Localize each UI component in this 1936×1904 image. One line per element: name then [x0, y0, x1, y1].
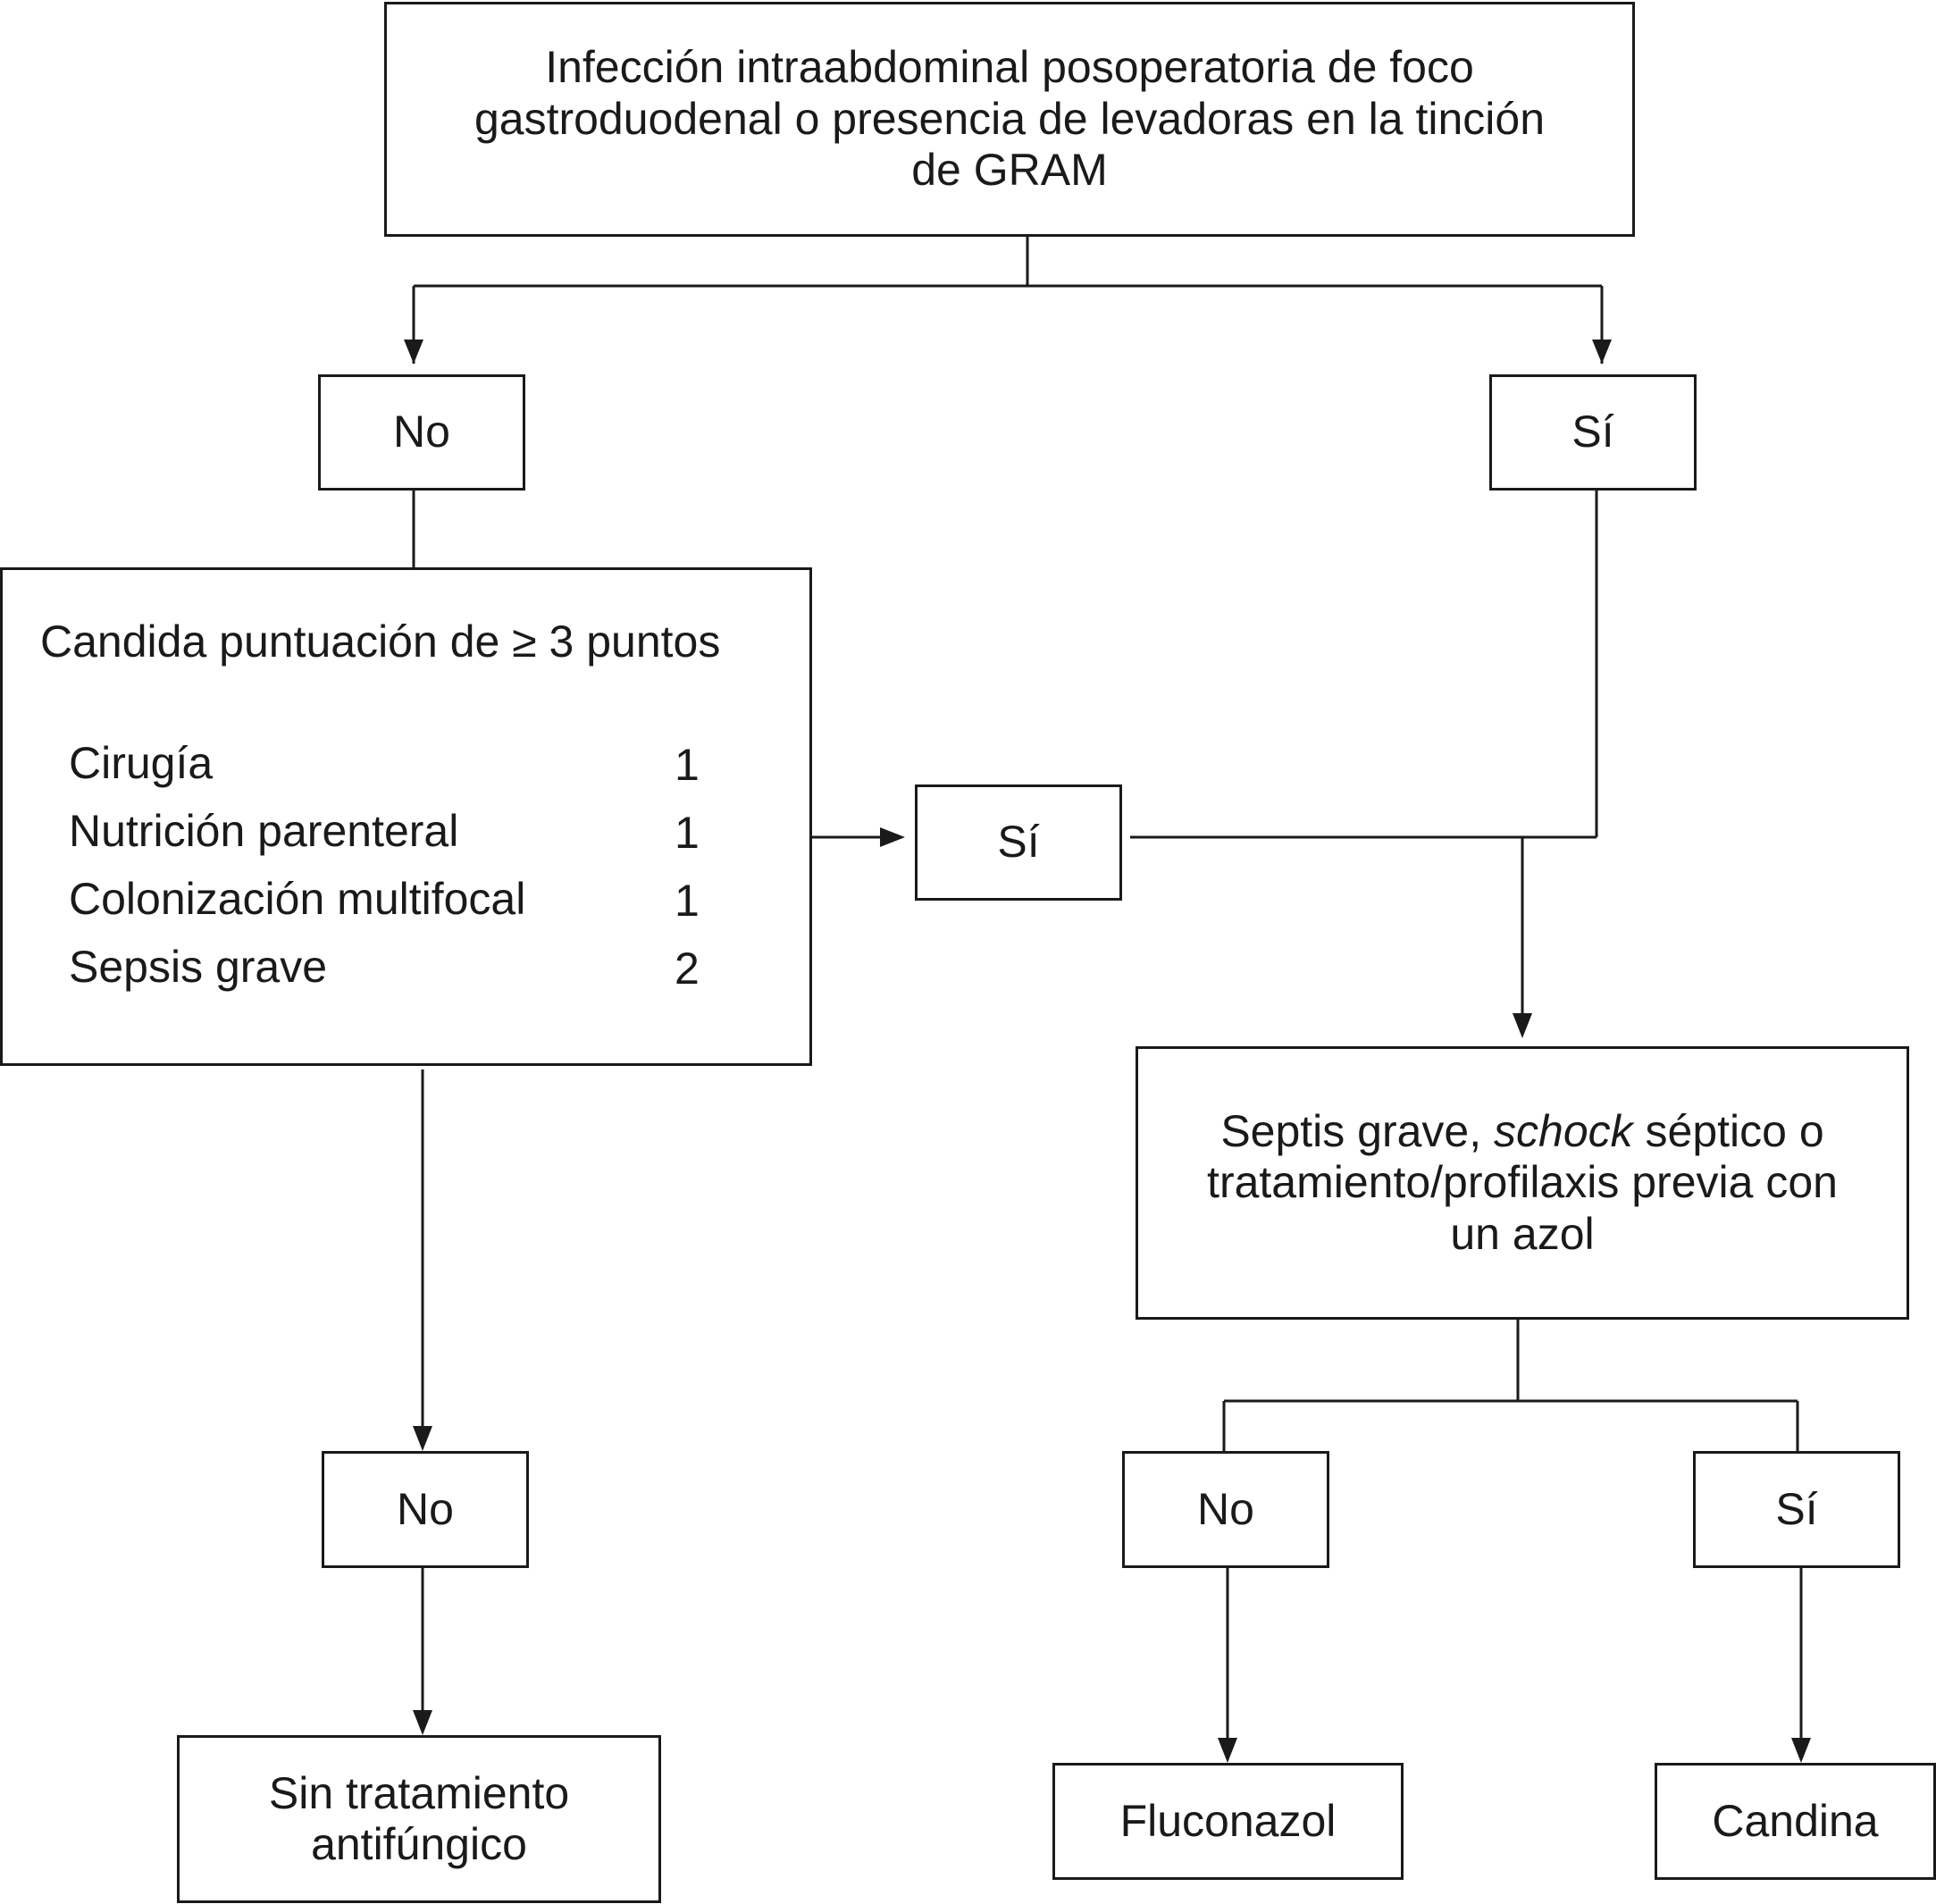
node-no-2: No: [322, 1451, 529, 1568]
candida-score-title: Candida puntuación de ≥ 3 puntos: [40, 616, 721, 667]
node-no-1: No: [318, 374, 525, 491]
severity-text-pre: Septis grave,: [1220, 1105, 1495, 1156]
arrowhead-si1: [1592, 340, 1612, 364]
arrowhead-severity: [1513, 1013, 1532, 1038]
result-fluconazol: Fluconazol: [1052, 1763, 1404, 1880]
severity-text-italic: schock: [1494, 1105, 1633, 1156]
arrowhead-no2: [413, 1426, 432, 1451]
criterion-label: Colonización multifocal: [69, 874, 526, 924]
criterion-label: Nutrición parenteral: [69, 806, 459, 856]
criterion-points: 2: [675, 944, 700, 994]
node-no-3: No: [1122, 1451, 1329, 1568]
node-si-1: Sí: [1489, 374, 1697, 491]
result-candina-text: Candina: [1712, 1795, 1879, 1846]
node-no-1-text: No: [393, 407, 450, 457]
criterion-label: Sepsis grave: [69, 942, 328, 992]
node-severity-question: Septis grave, schock séptico o tratamien…: [1136, 1046, 1909, 1320]
criterion-points: 1: [675, 876, 700, 926]
arrowhead-candina: [1791, 1738, 1811, 1763]
result-candina: Candina: [1655, 1763, 1936, 1880]
node-candida-score: Candida puntuación de ≥ 3 puntos Cirugía…: [0, 567, 812, 1066]
criterion-points: 1: [675, 740, 700, 790]
result-no-antifungal-text: Sin tratamiento antifúngico: [268, 1767, 570, 1870]
arrowhead-result-none: [413, 1710, 432, 1735]
severity-text-post: séptico o tratamiento/profilaxis previa …: [1207, 1105, 1838, 1259]
node-si-2: Sí: [915, 784, 1122, 901]
arrowhead-fluconazol: [1218, 1738, 1237, 1763]
arrowhead-no1: [404, 340, 423, 364]
node-no-3-text: No: [1197, 1483, 1254, 1534]
result-no-antifungal: Sin tratamiento antifúngico: [177, 1735, 661, 1903]
criterion-label: Cirugía: [69, 738, 214, 788]
node-no-2-text: No: [397, 1483, 454, 1534]
node-severity-question-text: Septis grave, schock séptico o tratamien…: [1183, 1106, 1862, 1261]
node-si-3-text: Sí: [1775, 1483, 1818, 1534]
arrowhead-si2: [880, 827, 905, 847]
criterion-points: 1: [675, 808, 700, 858]
node-infection-question: Infección intraabdominal posoperatoria d…: [384, 2, 1635, 237]
node-si-2-text: Sí: [997, 817, 1040, 868]
node-si-3: Sí: [1693, 1451, 1900, 1568]
result-fluconazol-text: Fluconazol: [1119, 1795, 1337, 1846]
node-si-1-text: Sí: [1571, 407, 1614, 457]
node-infection-question-text: Infección intraabdominal posoperatoria d…: [474, 42, 1546, 196]
